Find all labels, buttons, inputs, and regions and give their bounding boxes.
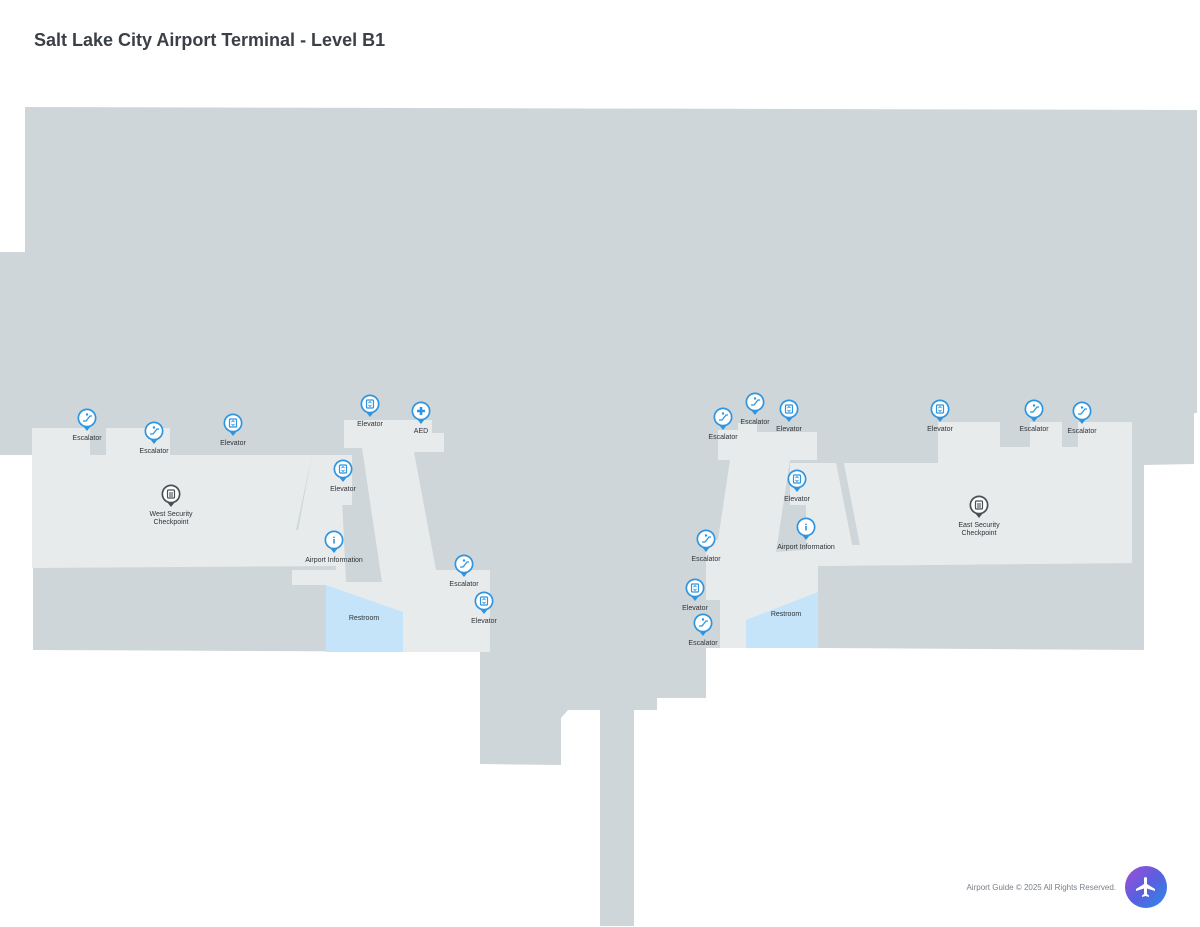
poi-label: East Security Checkpoint: [958, 522, 1000, 537]
poi-label: Escalator: [1019, 426, 1049, 433]
poi-label: Escalator: [139, 448, 169, 455]
poi-label: AED: [413, 428, 429, 435]
poi-label: Escalator: [740, 419, 770, 426]
poi-label: Escalator: [1067, 428, 1097, 435]
escalator-icon: [144, 421, 164, 444]
aed-icon: [411, 401, 431, 424]
copyright-text: Airport Guide © 2025 All Rights Reserved…: [966, 883, 1116, 892]
elevator-icon: [333, 459, 353, 482]
west-security-area: [32, 455, 336, 568]
restroom-east-area: [746, 592, 818, 648]
info-icon: [324, 530, 344, 553]
escalator-icon: [454, 554, 474, 577]
escalator-icon: [696, 529, 716, 552]
elevator-icon: [223, 413, 243, 436]
poi-label: Elevator: [784, 496, 810, 503]
room-label-restroom-west: Restroom: [348, 615, 380, 622]
room-label-restroom-east: Restroom: [770, 611, 802, 618]
page-title: Salt Lake City Airport Terminal - Level …: [34, 30, 386, 50]
escalator-icon: [77, 408, 97, 431]
info-icon: [796, 517, 816, 540]
elevator-icon: [685, 578, 705, 601]
poi-label: Elevator: [471, 618, 497, 625]
escalator-icon: [693, 613, 713, 636]
poi-label: Elevator: [330, 486, 356, 493]
security-checkpoint-icon: [161, 484, 181, 507]
poi-label: Elevator: [682, 605, 708, 612]
poi-label: Airport Information: [777, 544, 835, 551]
poi-label: Elevator: [776, 426, 802, 433]
escalator-icon: [745, 392, 765, 415]
poi-label: Airport Information: [305, 557, 363, 564]
west-concourse: [32, 420, 490, 652]
elevator-icon: [930, 399, 950, 422]
escalator-icon: [1024, 399, 1044, 422]
poi-label: Escalator: [708, 434, 738, 441]
security-checkpoint-icon: [969, 495, 989, 518]
elevator-icon: [474, 591, 494, 614]
poi-label: Elevator: [220, 440, 246, 447]
escalator-icon: [713, 407, 733, 430]
elevator-icon: [779, 399, 799, 422]
poi-label: Escalator: [691, 556, 721, 563]
poi-label: Escalator: [72, 435, 102, 442]
poi-label: Elevator: [927, 426, 953, 433]
building-footprint: [0, 107, 1197, 926]
east-lobby: [776, 463, 1132, 600]
escalator-icon: [1072, 401, 1092, 424]
airport-guide-button[interactable]: [1125, 866, 1167, 908]
poi-label: West Security Checkpoint: [149, 511, 193, 526]
poi-label: Elevator: [357, 421, 383, 428]
airplane-icon: [1136, 877, 1155, 897]
elevator-icon: [360, 394, 380, 417]
elevator-icon: [787, 469, 807, 492]
poi-label: Escalator: [688, 640, 718, 647]
poi-label: Escalator: [449, 581, 479, 588]
restroom-west-area: [326, 585, 403, 652]
